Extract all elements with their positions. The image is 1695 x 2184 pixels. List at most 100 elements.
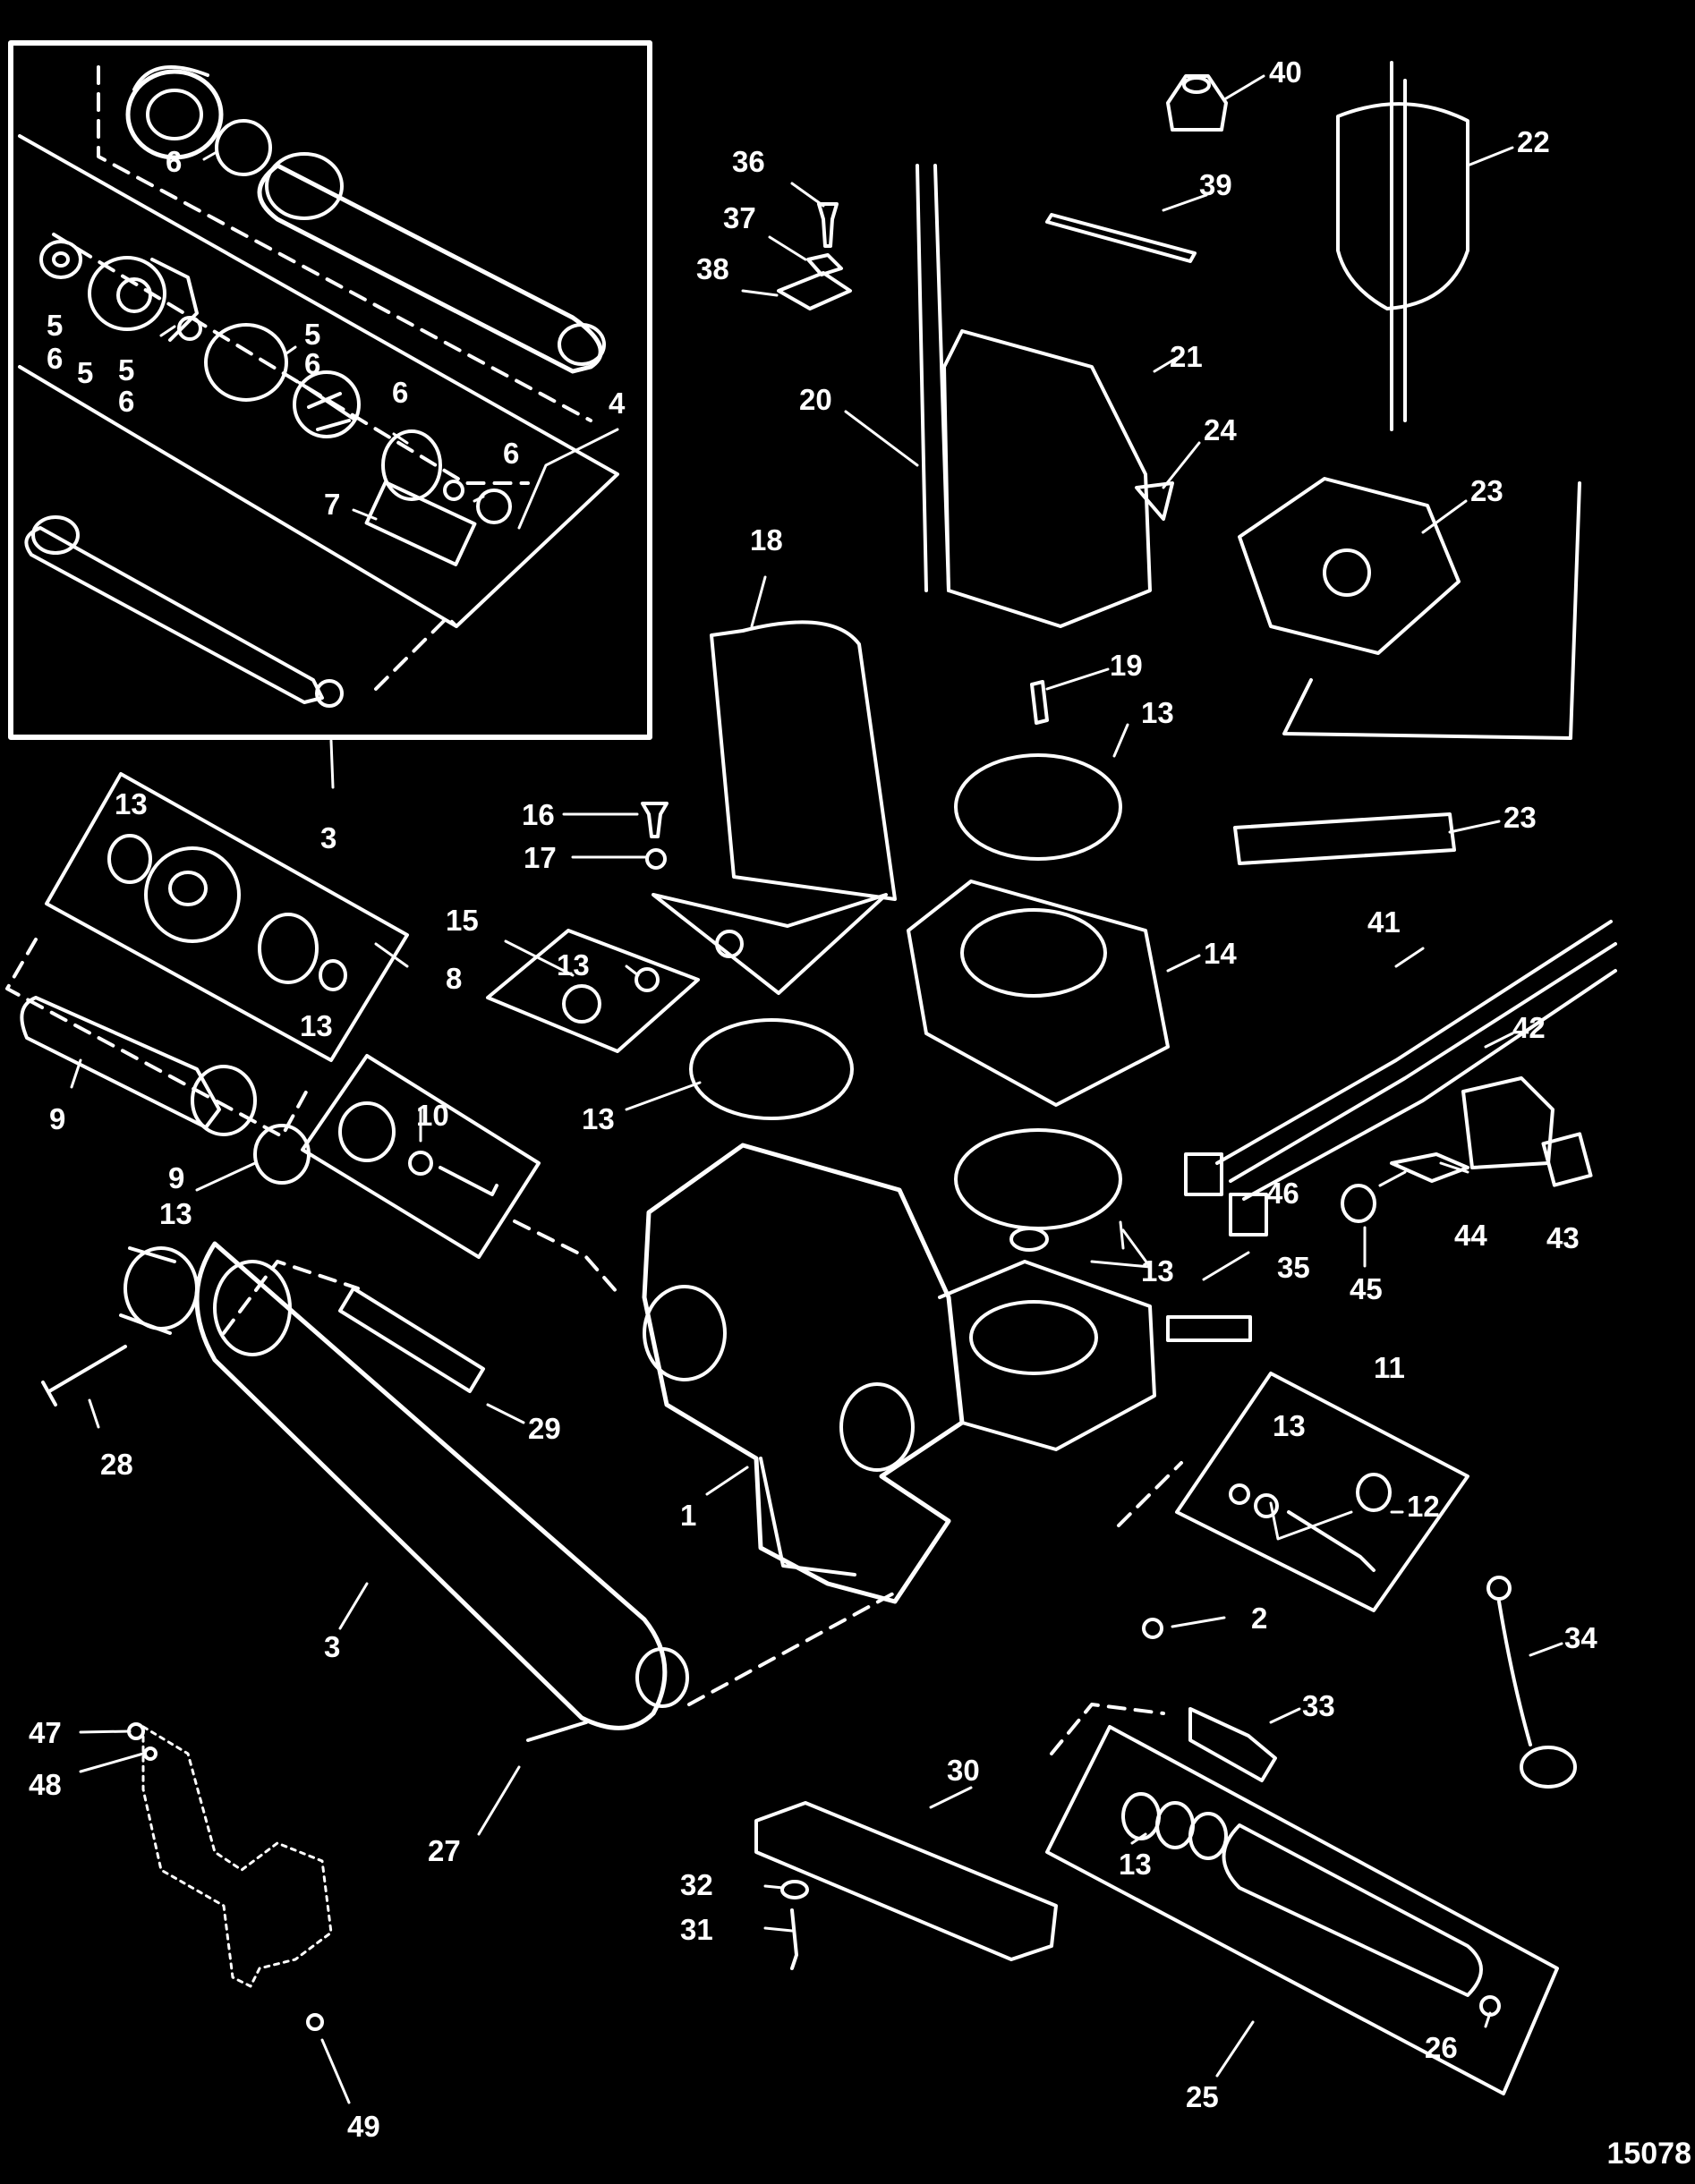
callout-5a: 5	[47, 309, 63, 342]
kit-box-cylinder	[8, 40, 652, 740]
callout-40: 40	[1269, 55, 1302, 89]
pump-housing-14	[907, 880, 1170, 1107]
o-ring-5-large	[204, 323, 288, 402]
kit-box-11	[1175, 1372, 1469, 1612]
pin-27	[526, 1721, 588, 1742]
callout-1: 1	[680, 1499, 696, 1532]
callout-44: 44	[1454, 1219, 1487, 1252]
wire-harness-41	[1184, 920, 1617, 1236]
callout-27: 27	[428, 1834, 461, 1867]
dash-leader-11	[1117, 1461, 1183, 1527]
valve-15	[562, 984, 601, 1024]
callout-11: 11	[1374, 1351, 1405, 1384]
callout-13a: 13	[1141, 696, 1174, 729]
callout-18: 18	[750, 523, 783, 557]
callout-23b: 23	[1503, 801, 1537, 834]
callout-41: 41	[1367, 905, 1401, 939]
callout-39: 39	[1199, 168, 1232, 201]
seal-11b	[1254, 1493, 1279, 1518]
callout-31: 31	[680, 1913, 713, 1946]
callout-6b: 6	[47, 342, 63, 375]
o-ring-25c	[1188, 1812, 1228, 1860]
o-ring-6-small	[443, 480, 464, 501]
callout-13c: 13	[582, 1102, 615, 1135]
clip-37	[806, 253, 843, 276]
piston-part	[88, 256, 199, 342]
callout-3b: 3	[324, 1630, 340, 1663]
callout-21: 21	[1170, 340, 1203, 373]
dash-box-rod	[5, 938, 311, 1138]
seal-13-body	[1009, 1227, 1049, 1252]
trunnion-part	[119, 1246, 199, 1335]
callout-37: 37	[723, 201, 756, 234]
callout-13f: 13	[1119, 1848, 1152, 1881]
o-ring-5-small	[177, 316, 202, 341]
callout-9a: 9	[49, 1102, 65, 1135]
callout-43: 43	[1546, 1221, 1580, 1254]
callout-24: 24	[1204, 413, 1237, 446]
tilt-rod-part	[20, 996, 257, 1136]
callout-35: 35	[1277, 1251, 1310, 1284]
callout-49: 49	[347, 2110, 380, 2143]
washer-5	[39, 240, 82, 279]
o-ring-25b	[1155, 1801, 1195, 1849]
callout-13e: 13	[1273, 1409, 1306, 1442]
washer-17	[645, 848, 667, 870]
callout-46: 46	[1266, 1177, 1299, 1210]
bracket-outline	[141, 1725, 333, 1988]
callout-12: 12	[1407, 1490, 1440, 1523]
callout-2: 2	[1251, 1602, 1267, 1635]
callout-10: 10	[416, 1099, 449, 1132]
screw-36	[817, 202, 839, 248]
bolt-10	[439, 1166, 498, 1196]
callout-38: 38	[696, 252, 729, 285]
spring-kit-7	[364, 480, 477, 566]
callout-14: 14	[1204, 937, 1237, 970]
piston-10	[338, 1101, 396, 1162]
o-ring-small-kit8	[319, 959, 347, 991]
drawing-number: 15078	[1606, 2137, 1691, 2171]
callout-7: 7	[324, 488, 340, 521]
o-ring-kit8	[258, 913, 319, 984]
kit-box-8	[45, 772, 409, 1062]
ram-rod-part	[24, 515, 344, 708]
dash-cyl-body	[687, 1591, 897, 1706]
washer-32	[780, 1880, 809, 1899]
callout-29: 29	[528, 1412, 561, 1445]
callout-33: 33	[1302, 1689, 1335, 1722]
callout-26: 26	[1425, 2031, 1458, 2064]
kit-box-subgroup	[18, 134, 619, 628]
ground-wire-34	[1486, 1576, 1577, 1789]
callout-42: 42	[1512, 1011, 1546, 1044]
dash-leader-25	[1050, 1703, 1165, 1755]
callout-6a: 6	[166, 145, 182, 178]
dash-leader-10	[513, 1219, 619, 1295]
callout-6d: 6	[304, 347, 320, 380]
o-ring-6-mid	[381, 429, 442, 501]
kit-box-15	[486, 929, 700, 1053]
cap-40	[1166, 74, 1228, 132]
callout-28: 28	[100, 1448, 133, 1481]
cylinder-tube-part	[257, 152, 606, 374]
callout-6e: 6	[392, 376, 408, 409]
callout-13i: 13	[300, 1009, 333, 1042]
o-ring-13-top	[954, 753, 1122, 861]
bolt-33	[1188, 1707, 1277, 1782]
cable-tie-39	[1045, 213, 1197, 263]
o-ring-9	[253, 1124, 311, 1185]
callout-13h: 13	[115, 787, 148, 820]
bolt-16	[641, 802, 669, 838]
callout-23a: 23	[1470, 474, 1503, 507]
reservoir-part	[652, 620, 897, 995]
callout-4: 4	[609, 387, 626, 420]
spool-valve-25	[1222, 1823, 1483, 1997]
callout-13g: 13	[159, 1197, 192, 1230]
callout-47: 47	[29, 1716, 62, 1749]
dash-line-top	[97, 65, 592, 422]
washer-5-inner	[52, 251, 70, 268]
callout-45: 45	[1350, 1272, 1383, 1305]
callout-labels: 40 22 36 39 37 38 21 20 24 23 18 19 13 1…	[29, 55, 1597, 2143]
gland-part	[144, 846, 241, 943]
clip-12	[1356, 1473, 1392, 1512]
pin-29	[338, 1287, 485, 1393]
